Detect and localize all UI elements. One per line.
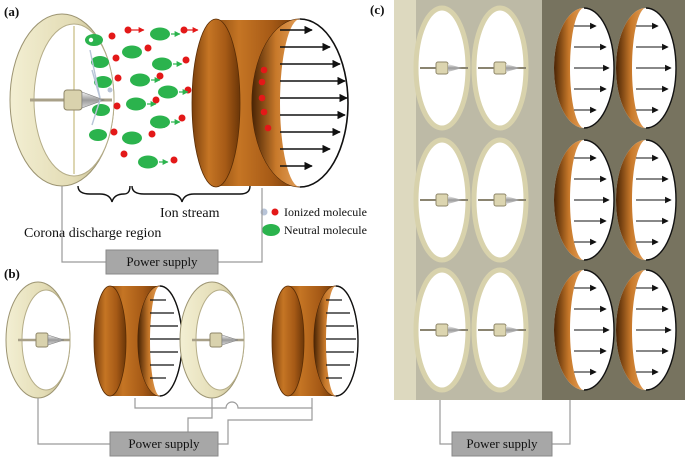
neutral-molecule [130, 73, 150, 87]
power-supply-label: Power supply [126, 254, 198, 269]
corona-ions [85, 32, 122, 141]
emitter-cell [471, 137, 529, 263]
neutral-molecule [92, 104, 110, 116]
collector-ring-b2 [271, 285, 359, 397]
collector-cell [616, 7, 677, 129]
power-supply-box [105, 249, 219, 275]
neutral-molecule [150, 115, 170, 129]
ion-stream-molecules [120, 26, 199, 169]
neutral-molecule [91, 56, 109, 68]
ion [124, 26, 132, 34]
emitter-ring-b1 [5, 281, 71, 399]
legend-ionized: Ionized molecule [284, 205, 367, 219]
collector-ring-b1 [93, 285, 183, 397]
flow-profile-b1 [150, 299, 180, 379]
emitter-cell [413, 5, 471, 131]
neutral-molecule [85, 34, 103, 46]
collector-array [554, 7, 677, 391]
neutral-molecule [122, 131, 142, 145]
panel-b: (b) [4, 266, 359, 457]
ion [182, 56, 190, 64]
emitter-cell [471, 267, 529, 393]
ion [180, 26, 188, 34]
ion-stream-label: Ion stream [160, 206, 220, 221]
panel-b-label: (b) [4, 266, 20, 281]
ion [152, 96, 160, 104]
panel-c: (c) [370, 0, 685, 460]
power-supply-c: Power supply [439, 400, 571, 457]
panel-c-label: (c) [370, 2, 384, 17]
panel-a-label: (a) [4, 4, 19, 19]
collector-cell [554, 7, 615, 129]
collector-cell [554, 139, 615, 261]
power-supply-box [109, 431, 219, 457]
power-supply-label: Power supply [128, 436, 200, 451]
legend: Ionized molecule Neutral molecule [260, 205, 367, 237]
power-supply-label: Power supply [466, 436, 538, 451]
flow-profile-b2 [326, 299, 356, 379]
neutral-molecule [89, 129, 107, 141]
ion [148, 130, 156, 138]
collector-cell [616, 269, 677, 391]
emitter-cell [471, 5, 529, 131]
ion [156, 72, 164, 80]
power-supply-box [451, 431, 553, 457]
collector-ring-a [191, 18, 349, 188]
neutral-molecule [122, 45, 142, 59]
neutral-molecule [126, 97, 146, 111]
panel-a: (a) [4, 4, 367, 275]
neutral-molecule [158, 85, 178, 99]
ion [120, 150, 128, 158]
collector-ions [258, 66, 272, 132]
region-braces [77, 185, 251, 203]
neutral-legend-swatch [262, 224, 280, 236]
ion-legend-swatch [271, 208, 279, 216]
collector-cell [616, 139, 677, 261]
corona-region-label: Corona discharge region [24, 226, 161, 241]
collector-cell [554, 269, 615, 391]
emitter-ring-b2 [179, 281, 245, 399]
neutral-molecule [150, 27, 170, 41]
neutral-molecule [152, 57, 172, 71]
emitter-cell [413, 137, 471, 263]
power-supply-a: Power supply [61, 186, 263, 275]
neutral-molecule [94, 76, 112, 88]
emitter-array [413, 5, 529, 393]
ion [170, 156, 178, 164]
power-supply-b: Power supply [37, 398, 313, 457]
emitter-cell [413, 267, 471, 393]
ion [178, 114, 186, 122]
neutral-molecule [138, 155, 158, 169]
flow-profile-a [280, 25, 348, 171]
ion [144, 44, 152, 52]
legend-neutral: Neutral molecule [284, 223, 367, 237]
